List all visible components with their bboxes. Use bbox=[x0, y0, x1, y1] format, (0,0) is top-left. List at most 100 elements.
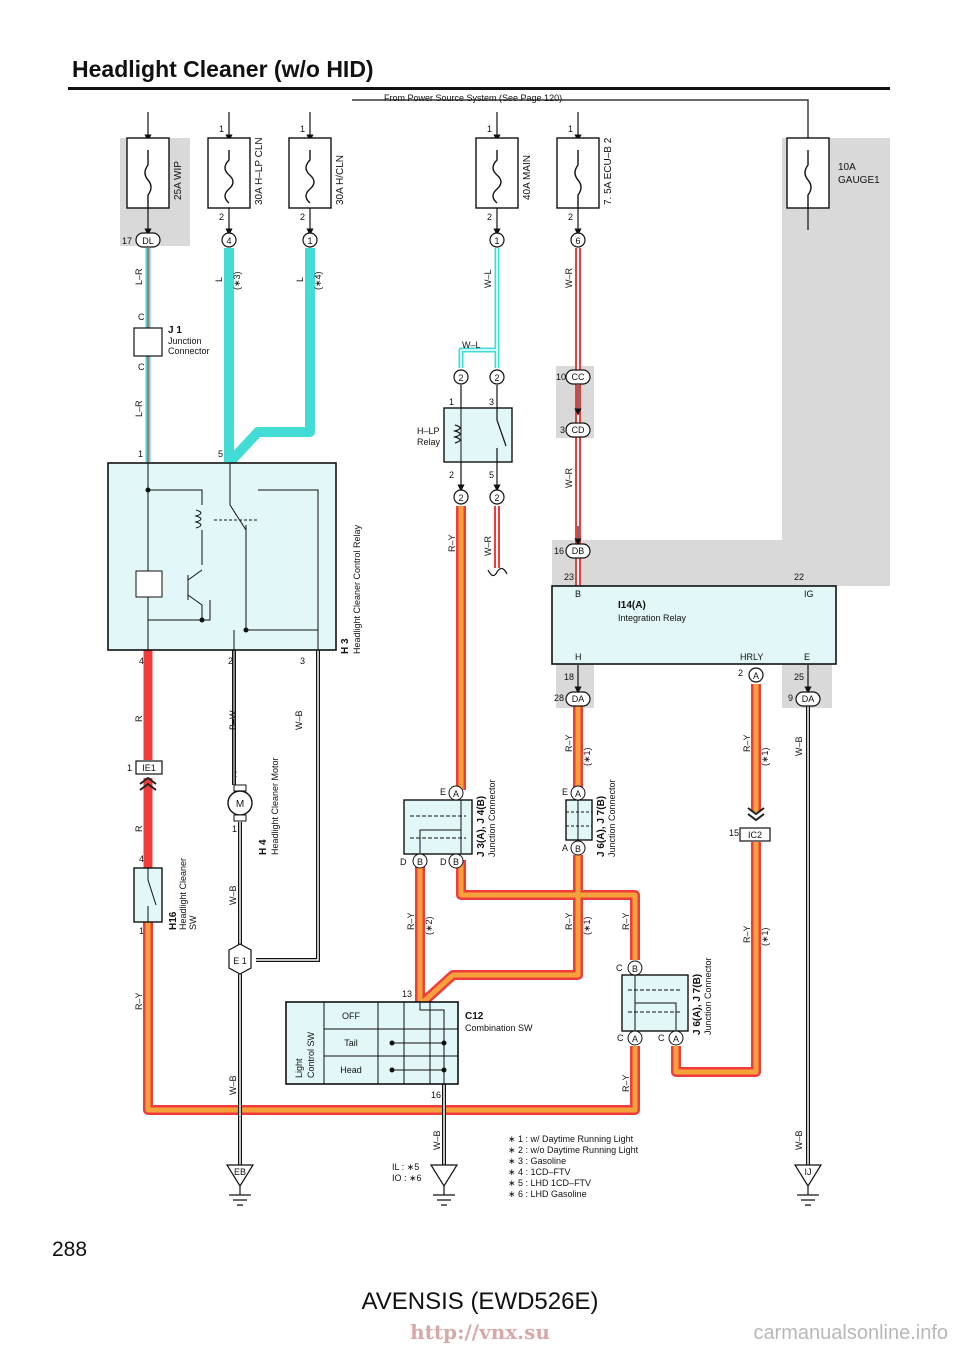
svg-text:R–Y: R–Y bbox=[742, 734, 752, 752]
svg-text:A: A bbox=[632, 1034, 638, 1044]
i14-relay-box bbox=[551, 585, 837, 665]
j6-name: Junction Connector bbox=[607, 779, 617, 857]
svg-text:R–Y: R–Y bbox=[564, 912, 574, 930]
svg-text:D: D bbox=[440, 857, 447, 867]
svg-text:2: 2 bbox=[219, 212, 224, 222]
legend-item-5: ∗ 5 : LHD 1CD–FTV bbox=[508, 1178, 591, 1188]
legend-item-6: ∗ 6 : LHD Gasoline bbox=[508, 1189, 587, 1199]
i14-terminal-b: B bbox=[575, 589, 581, 599]
e1-label: E 1 bbox=[233, 956, 247, 966]
svg-text:(∗1): (∗1) bbox=[760, 927, 770, 946]
svg-text:R–Y: R–Y bbox=[621, 912, 631, 930]
h16-code: H16 bbox=[168, 911, 179, 930]
j6-j7-connector-upper bbox=[565, 785, 593, 856]
fuse-output-arrows bbox=[144, 208, 812, 694]
c12-sw2: Control SW bbox=[306, 1031, 316, 1078]
svg-text:E: E bbox=[562, 787, 568, 797]
svg-text:1: 1 bbox=[568, 124, 573, 134]
fuse-label-main: 40A MAIN bbox=[522, 155, 533, 200]
input-arrows bbox=[144, 112, 582, 142]
svg-text:R–Y: R–Y bbox=[564, 734, 574, 752]
svg-text:DL: DL bbox=[142, 236, 154, 246]
svg-text:IE1: IE1 bbox=[142, 763, 156, 773]
svg-text:W–R: W–R bbox=[564, 268, 574, 289]
svg-text:2: 2 bbox=[738, 668, 743, 678]
power-source-label: From Power Source System (See Page 120) bbox=[384, 93, 562, 103]
j1-code: J 1 bbox=[168, 325, 182, 336]
svg-text:2: 2 bbox=[568, 212, 573, 222]
svg-text:DA: DA bbox=[802, 694, 815, 704]
ground-symbols bbox=[225, 1164, 823, 1206]
legend: ∗ 1 : w/ Daytime Running Light ∗ 2 : w/o… bbox=[508, 1134, 639, 1199]
svg-text:W–L: W–L bbox=[483, 269, 493, 288]
svg-text:1: 1 bbox=[138, 449, 143, 459]
wires-red-yellow bbox=[143, 506, 761, 1115]
fuse-boxes bbox=[126, 137, 830, 209]
svg-text:(∗1): (∗1) bbox=[760, 747, 770, 766]
svg-text:L–R: L–R bbox=[134, 268, 144, 285]
source-site[interactable]: carmanualsonline.info bbox=[753, 1322, 948, 1344]
watermark-link[interactable]: http://vnx.su bbox=[410, 1320, 550, 1344]
j1-name2: Connector bbox=[168, 346, 210, 356]
svg-text:W–B: W–B bbox=[294, 710, 304, 730]
svg-text:D: D bbox=[400, 857, 407, 867]
svg-text:C: C bbox=[138, 312, 145, 322]
legend-item-2: ∗ 2 : w/o Daytime Running Light bbox=[508, 1145, 639, 1155]
title-rule bbox=[68, 87, 890, 90]
chevrons bbox=[139, 776, 765, 822]
c12-off: OFF bbox=[342, 1011, 360, 1021]
svg-text:CC: CC bbox=[572, 372, 585, 382]
svg-text:B: B bbox=[453, 857, 459, 867]
svg-text:1: 1 bbox=[494, 236, 499, 246]
svg-text:W–B: W–B bbox=[432, 1130, 442, 1150]
fuse-label-hlp-cln: 30A H–LP CLN bbox=[254, 137, 265, 205]
svg-text:1: 1 bbox=[219, 124, 224, 134]
j6b-name: Junction Connector bbox=[703, 957, 713, 1035]
legend-item-1: ∗ 1 : w/ Daytime Running Light bbox=[508, 1134, 634, 1144]
j6-j7-connector-lower bbox=[621, 960, 689, 1046]
svg-text:1: 1 bbox=[232, 824, 237, 834]
svg-text:A: A bbox=[673, 1034, 679, 1044]
j1-name1: Junction bbox=[168, 336, 202, 346]
h16-name2: SW bbox=[188, 915, 198, 930]
c12-combination-switch bbox=[285, 1001, 459, 1085]
svg-text:22: 22 bbox=[794, 572, 804, 582]
svg-text:R–Y: R–Y bbox=[447, 534, 457, 552]
h3-code: H 3 bbox=[340, 638, 351, 654]
svg-text:R: R bbox=[134, 825, 144, 832]
svg-text:4: 4 bbox=[139, 854, 144, 864]
svg-text:16: 16 bbox=[554, 546, 564, 556]
svg-text:16: 16 bbox=[431, 1090, 441, 1100]
svg-text:4: 4 bbox=[139, 656, 144, 666]
svg-text:W–B: W–B bbox=[794, 736, 804, 756]
e1-junction bbox=[228, 943, 252, 975]
svg-text:6: 6 bbox=[575, 236, 580, 246]
svg-text:15: 15 bbox=[729, 828, 739, 838]
svg-text:25: 25 bbox=[794, 672, 804, 682]
svg-text:A: A bbox=[453, 789, 459, 799]
svg-text:B: B bbox=[417, 857, 423, 867]
svg-text:(∗1): (∗1) bbox=[582, 916, 592, 935]
svg-text:IC2: IC2 bbox=[748, 830, 762, 840]
svg-text:L: L bbox=[295, 277, 305, 282]
svg-text:3: 3 bbox=[560, 425, 565, 435]
svg-text:2: 2 bbox=[458, 373, 463, 383]
j3-j4-connector bbox=[403, 785, 473, 869]
svg-text:3: 3 bbox=[489, 397, 494, 407]
svg-text:(∗1): (∗1) bbox=[582, 747, 592, 766]
j6-code: J 6(A), J 7(B) bbox=[596, 796, 607, 857]
svg-text:A: A bbox=[562, 843, 568, 853]
svg-text:1: 1 bbox=[307, 236, 312, 246]
h3-name: Headlight Cleaner Control Relay bbox=[352, 524, 362, 654]
svg-text:W–B: W–B bbox=[228, 1075, 238, 1095]
svg-text:1: 1 bbox=[487, 124, 492, 134]
svg-text:2: 2 bbox=[458, 493, 463, 503]
svg-text:CD: CD bbox=[572, 425, 585, 435]
svg-text:C: C bbox=[617, 1033, 624, 1043]
c12-code: C12 bbox=[465, 1011, 484, 1022]
fuse-label-wip: 25A WIP bbox=[173, 161, 184, 200]
svg-text:3: 3 bbox=[300, 656, 305, 666]
fuse-label-h-cln: 30A H/CLN bbox=[335, 155, 346, 205]
